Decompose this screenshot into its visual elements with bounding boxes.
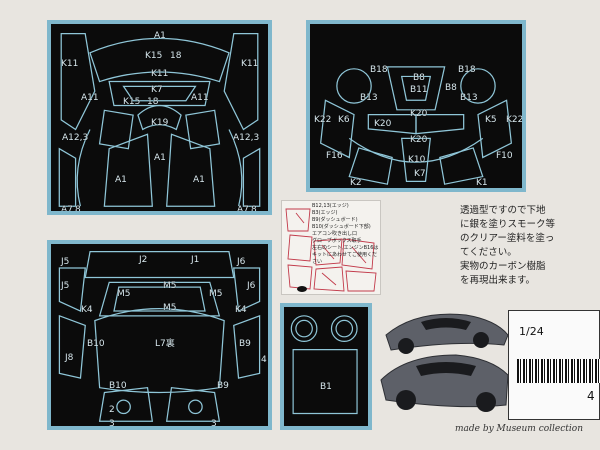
- part-label: A1: [193, 175, 205, 185]
- legend-line: B3(エッジ): [312, 210, 338, 216]
- part-label: K10: [408, 155, 426, 165]
- part-label: M5: [117, 289, 131, 299]
- part-label: J8: [65, 353, 74, 363]
- part-label: K11: [61, 59, 79, 69]
- scale-box: 1/24 4: [508, 310, 600, 420]
- part-label: K19: [151, 118, 169, 128]
- scale-label: 1/24: [519, 325, 544, 338]
- part-label: K20: [410, 109, 428, 119]
- part-label: K22: [506, 115, 524, 125]
- part-label: A11: [191, 93, 209, 103]
- part-label: A12,3: [62, 133, 89, 143]
- part-label: K15: [145, 51, 163, 61]
- part-label: F10: [496, 151, 513, 161]
- part-label: B18: [458, 65, 476, 75]
- part-label: 18: [147, 97, 159, 107]
- part-label: A12,3: [233, 133, 260, 143]
- part-label: B9: [239, 339, 251, 349]
- part-label: J1: [191, 255, 200, 265]
- part-label: J2: [139, 255, 148, 265]
- part-label: L7裏: [155, 339, 175, 349]
- part-label: M5: [163, 281, 177, 291]
- legend-line: B9(ダッシュボード): [312, 217, 358, 223]
- car-photo: [380, 313, 509, 412]
- part-label: K4: [235, 305, 247, 315]
- part-label: K2: [350, 178, 362, 188]
- part-label: J5: [61, 257, 70, 267]
- note-line: に銀を塗りスモーク等: [460, 219, 556, 230]
- legend-line: B12,13(エッジ): [312, 203, 349, 209]
- decal-panel-bottom-left: J5 J2 J1 J6 J5 J6 M5 M5 M5 M5 K4 K4 L7裏 …: [47, 240, 272, 430]
- part-label: K11: [151, 69, 169, 79]
- part-label: 8: [75, 205, 81, 215]
- decal-legend: B12,13(エッジ) B3(エッジ) B9(ダッシュボード) B10(ダッシュ…: [312, 203, 380, 266]
- part-label: 8: [251, 205, 257, 215]
- part-label: K20: [374, 119, 392, 129]
- usage-notes: 透過型ですので下地 に銀を塗りスモーク等 のクリアー塗料を塗っ てください。 実…: [460, 204, 595, 288]
- part-label: A1: [154, 153, 166, 163]
- part-label: K4: [81, 305, 93, 315]
- panel-outline-drawing: [58, 251, 261, 422]
- part-label: B13: [360, 93, 378, 103]
- part-label: K11: [241, 59, 259, 69]
- legend-line: キットにあわせてご使用ください: [312, 252, 378, 265]
- note-line: てください。: [460, 247, 517, 258]
- part-label: 2: [109, 405, 115, 415]
- part-label: B8: [445, 83, 457, 93]
- maker-credit: made by Museum collection: [455, 424, 583, 434]
- legend-line: B10(ダッシュボード下部): [312, 224, 371, 230]
- panel-outline-drawing: [319, 66, 513, 185]
- part-label: B8: [413, 73, 425, 83]
- part-label: B18: [370, 65, 388, 75]
- part-label: 18: [170, 51, 182, 61]
- part-label: K6: [338, 115, 350, 125]
- panel-outline-drawing: [58, 32, 261, 207]
- panel-outline-drawing: [290, 315, 358, 415]
- part-label: B11: [410, 85, 428, 95]
- part-label: A1: [154, 31, 166, 41]
- barcode: [517, 359, 600, 383]
- decal-sheet-drawing: [285, 208, 377, 292]
- part-label: J6: [247, 281, 256, 291]
- part-label: K20: [410, 135, 428, 145]
- part-label: B9: [217, 381, 229, 391]
- note-line: のクリアー塗料を塗っ: [460, 233, 555, 244]
- note-line: を再現出来ます。: [460, 275, 536, 286]
- part-label: B13: [460, 93, 478, 103]
- part-label: 3: [211, 419, 217, 429]
- legend-line: グローブボックス取手: [312, 238, 362, 244]
- part-label: 4: [261, 355, 267, 365]
- part-label: F16: [326, 151, 343, 161]
- barcode-number: 4: [587, 389, 595, 403]
- part-label: K1: [476, 178, 488, 188]
- legend-line: エアコン吹き出し口: [312, 231, 358, 237]
- note-line: 実物のカーボン樹脂: [460, 261, 546, 272]
- decal-panel-bottom-mid: B1: [280, 303, 372, 430]
- part-label: M5: [163, 303, 177, 313]
- part-label: K7: [414, 169, 426, 179]
- part-label: K15: [123, 97, 141, 107]
- part-label: M5: [209, 289, 223, 299]
- part-label: J5: [61, 281, 70, 291]
- part-label: A7: [237, 205, 249, 215]
- part-label: K22: [314, 115, 332, 125]
- part-label: 3: [109, 419, 115, 429]
- decal-panel-top-left: A1 K11 K11 K15 18 K11 K7 K15 18 A11 A11 …: [47, 20, 272, 215]
- part-label: A11: [81, 93, 99, 103]
- part-label: B10: [109, 381, 127, 391]
- part-label: K5: [485, 115, 497, 125]
- legend-line: 左右のシート,エンジンB16は: [312, 245, 379, 251]
- decal-panel-top-right: B18 B8 B18 B8 B13 B11 B13 K22 K6 K20 K20…: [306, 20, 526, 192]
- part-label: J6: [237, 257, 246, 267]
- part-label: B10: [87, 339, 105, 349]
- decal-sheet-thumbnail: B12,13(エッジ) B3(エッジ) B9(ダッシュボード) B10(ダッシュ…: [281, 200, 381, 295]
- part-label: A7: [61, 205, 73, 215]
- part-label: A1: [115, 175, 127, 185]
- note-line: 透過型ですので下地: [460, 205, 546, 216]
- part-label: B1: [320, 382, 332, 392]
- part-label: K7: [151, 85, 163, 95]
